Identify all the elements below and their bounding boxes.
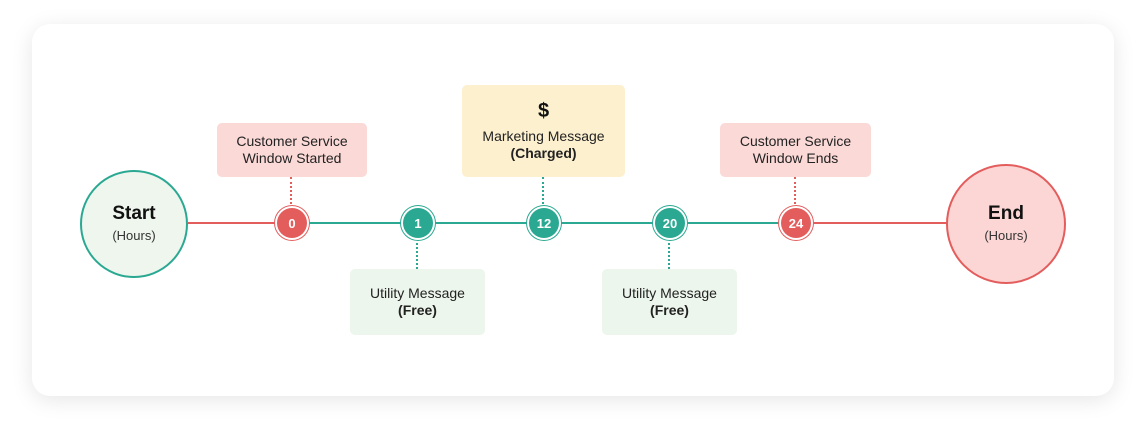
hour-node-1: 1 bbox=[403, 208, 433, 238]
end-title: End bbox=[988, 203, 1024, 224]
connector-0 bbox=[290, 177, 292, 208]
cs-started-line2: Window Started bbox=[242, 150, 342, 166]
connector-1 bbox=[416, 238, 418, 269]
marketing-line2: (Charged) bbox=[510, 145, 577, 161]
cs-window-ends-box: Customer Service Window Ends bbox=[720, 123, 871, 177]
cs-ends-line2: Window Ends bbox=[752, 150, 839, 166]
marketing-line1: Marketing Message bbox=[482, 128, 605, 144]
hour-node-20: 20 bbox=[655, 208, 685, 238]
utility1-line2: (Free) bbox=[398, 302, 437, 318]
cs-ends-line1: Customer Service bbox=[739, 133, 852, 149]
cs-started-line1: Customer Service bbox=[236, 133, 348, 149]
timeline-segment-start-0 bbox=[188, 222, 292, 224]
cs-window-started-box: Customer Service Window Started bbox=[217, 123, 367, 177]
start-title: Start bbox=[112, 203, 156, 224]
marketing-message-box: $ Marketing Message (Charged) bbox=[462, 85, 625, 177]
timeline-segment-24-end bbox=[796, 222, 948, 224]
hour-node-12: 12 bbox=[529, 208, 559, 238]
start-node: Start (Hours) bbox=[80, 170, 188, 278]
end-node: End (Hours) bbox=[946, 164, 1066, 284]
connector-20 bbox=[668, 238, 670, 269]
utility2-line2: (Free) bbox=[650, 302, 689, 318]
utility1-line1: Utility Message bbox=[370, 285, 465, 301]
utility2-line1: Utility Message bbox=[622, 285, 717, 301]
dollar-icon: $ bbox=[537, 100, 550, 122]
end-subtitle: (Hours) bbox=[984, 228, 1028, 243]
hour-node-24: 24 bbox=[781, 208, 811, 238]
connector-12 bbox=[542, 177, 544, 208]
start-subtitle: (Hours) bbox=[112, 228, 156, 243]
hour-node-0: 0 bbox=[277, 208, 307, 238]
utility-message-box-1: Utility Message (Free) bbox=[350, 269, 485, 335]
connector-24 bbox=[794, 177, 796, 208]
utility-message-box-2: Utility Message (Free) bbox=[602, 269, 737, 335]
